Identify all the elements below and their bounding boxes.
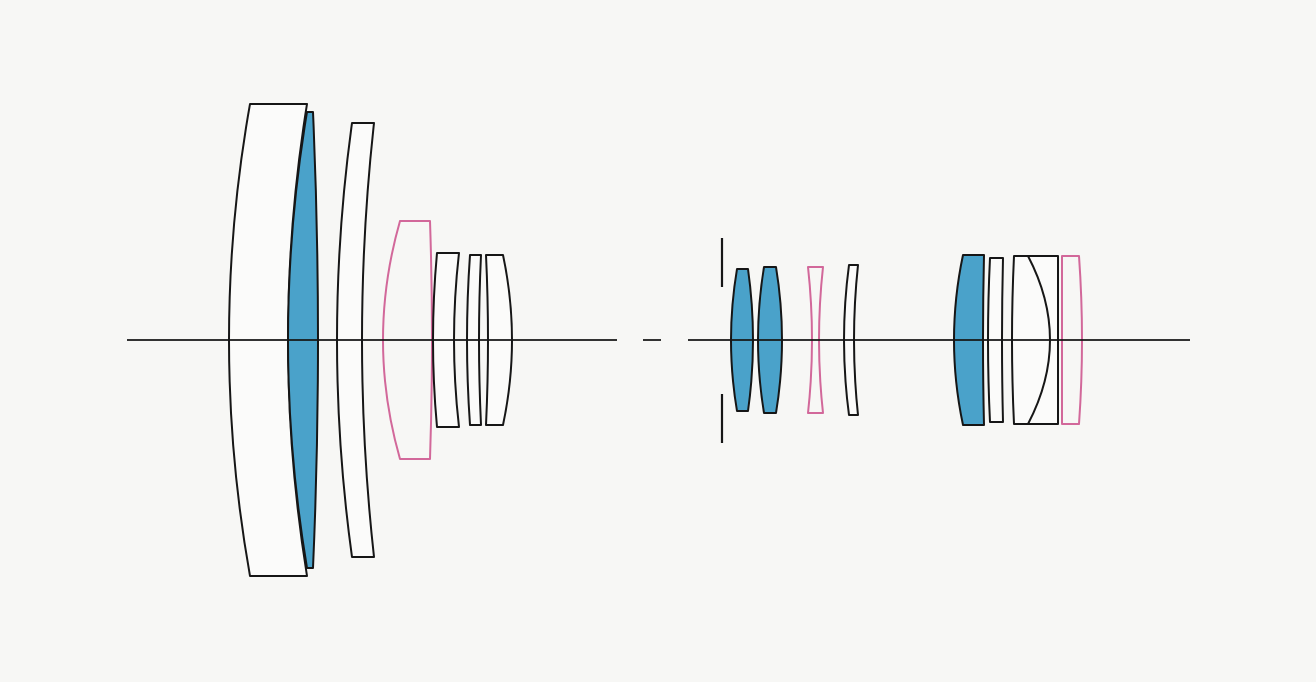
rear-pink-element — [1060, 255, 1083, 425]
middle-pink-element — [807, 266, 824, 414]
aspheric-pink-element — [382, 220, 433, 460]
